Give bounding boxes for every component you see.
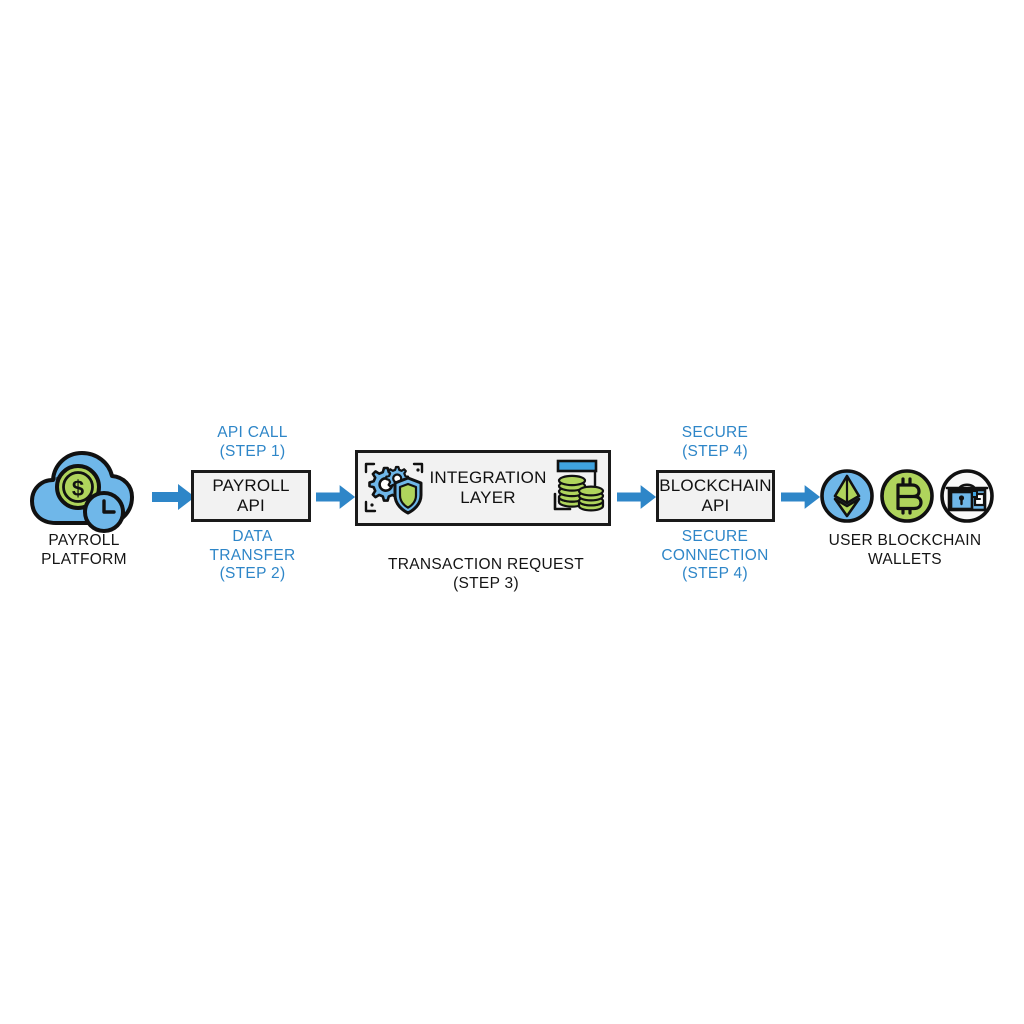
secure-step4-label: SECURE (STEP 4) xyxy=(681,424,749,460)
payroll-api-box[interactable]: PAYROLL API xyxy=(191,470,311,522)
data-transfer-step2-label: DATA TRANSFER (STEP 2) xyxy=(209,528,296,583)
blockchain-api-box[interactable]: BLOCKCHAIN API xyxy=(656,470,775,522)
payroll-api-label: PAYROLL API xyxy=(212,475,290,515)
arrow-payroll-to-api xyxy=(152,483,196,516)
secure-connection-step4-label: SECURE CONNECTION (STEP 4) xyxy=(661,528,769,583)
arrow-integration-to-blockchain xyxy=(617,483,657,516)
arrow-api-to-integration xyxy=(316,483,356,516)
transaction-request-step3-label: TRANSACTION REQUEST (STEP 3) xyxy=(387,556,585,592)
bitcoin-coin-icon xyxy=(879,468,935,524)
integration-layer-label: INTEGRATION LAYER xyxy=(429,467,547,507)
svg-text:$: $ xyxy=(72,476,84,501)
payroll-platform-label: PAYROLL PLATFORM xyxy=(41,532,127,568)
user-blockchain-wallets-label: USER BLOCKCHAIN WALLETS xyxy=(828,532,982,568)
gear-shield-icon xyxy=(360,458,430,518)
cloud-dollar-clock-icon: $ xyxy=(28,443,140,535)
ethereum-coin-icon xyxy=(819,468,875,524)
arrow-blockchain-to-wallets xyxy=(781,483,821,516)
api-call-step1-label: API CALL (STEP 1) xyxy=(217,424,288,460)
blockchain-api-label: BLOCKCHAIN API xyxy=(659,475,772,515)
coin-stack-icon xyxy=(548,456,610,520)
wallet-lock-icon xyxy=(939,468,995,524)
